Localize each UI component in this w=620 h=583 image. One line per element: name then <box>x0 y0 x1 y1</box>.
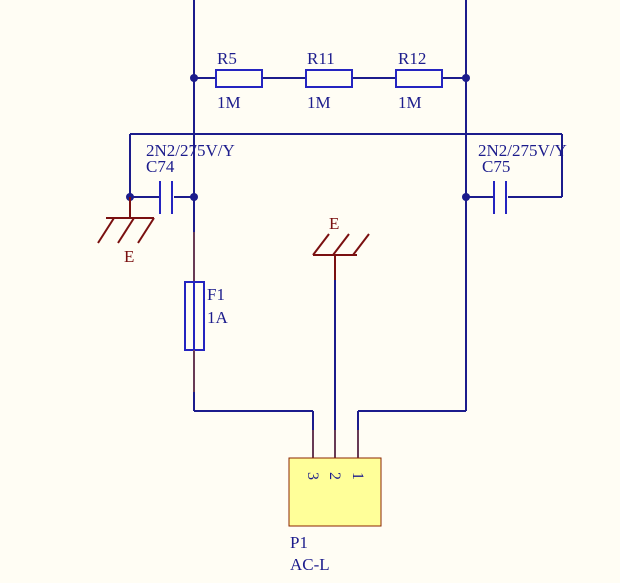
earth-ground-left[interactable]: E <box>97 197 155 266</box>
capacitor-c74[interactable]: 2N2/275V/Y C74 <box>146 141 235 214</box>
resistor-r5-body <box>215 69 263 88</box>
capacitor-c75-value: 2N2/275V/Y <box>478 141 567 160</box>
resistor-r5-value: 1M <box>217 93 241 112</box>
resistor-r11-designator: R11 <box>307 49 335 68</box>
capacitor-c74-value: 2N2/275V/Y <box>146 141 235 160</box>
resistor-r11-body <box>305 69 353 88</box>
fuse-f1[interactable]: F1 1A <box>184 232 229 392</box>
connector-p1-pin-2: 2 <box>326 472 343 480</box>
capacitor-c75[interactable]: 2N2/275V/Y C75 <box>478 141 567 214</box>
capacitor-c75-designator: C75 <box>482 157 510 176</box>
junctions <box>126 74 470 201</box>
resistor-r5[interactable]: R5 1M <box>215 49 263 112</box>
resistor-r11[interactable]: R11 1M <box>305 49 353 112</box>
wires <box>129 0 563 458</box>
connector-p1-designator: P1 <box>290 533 308 552</box>
connector-p1-pin-1: 1 <box>349 472 366 480</box>
earth-ground-left-label: E <box>124 247 134 266</box>
junction-dot <box>462 193 470 201</box>
connector-p1-pin-3: 3 <box>304 472 321 480</box>
fuse-f1-value: 1A <box>207 308 229 327</box>
resistor-r5-designator: R5 <box>217 49 237 68</box>
junction-dot <box>462 74 470 82</box>
junction-dot <box>190 193 198 201</box>
resistor-r12-designator: R12 <box>398 49 426 68</box>
capacitor-c74-designator: C74 <box>146 157 175 176</box>
earth-ground-center-label: E <box>329 214 339 233</box>
resistor-r11-value: 1M <box>307 93 331 112</box>
connector-p1[interactable]: 3 2 1 P1 AC-L <box>288 430 382 574</box>
earth-ground-center[interactable]: E <box>312 214 370 280</box>
connector-p1-value: AC-L <box>290 555 330 574</box>
resistor-r12-body <box>395 69 443 88</box>
connector-p1-body <box>288 457 382 527</box>
junction-dot <box>190 74 198 82</box>
resistor-r12[interactable]: R12 1M <box>395 49 443 112</box>
resistor-r12-value: 1M <box>398 93 422 112</box>
fuse-f1-designator: F1 <box>207 285 225 304</box>
